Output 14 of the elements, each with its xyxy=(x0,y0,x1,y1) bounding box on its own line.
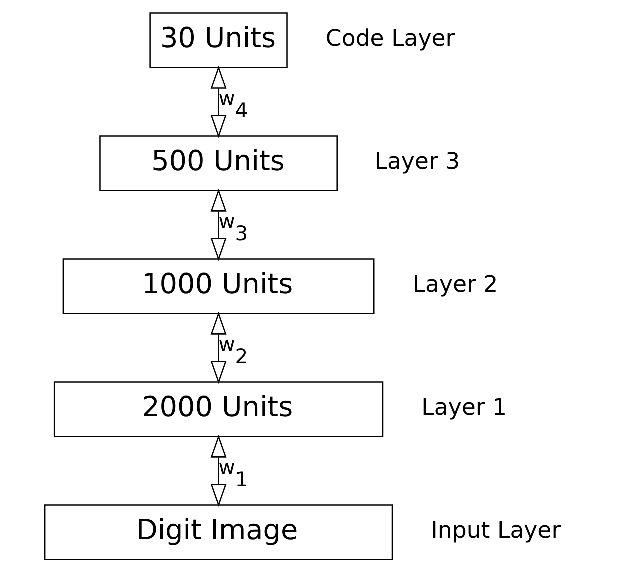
node-label: Layer 2 xyxy=(412,272,498,298)
arrow xyxy=(210,434,227,508)
arrow xyxy=(210,66,227,138)
node-label: Layer 1 xyxy=(422,395,508,422)
arrow xyxy=(210,188,227,262)
node-box: 30 Units xyxy=(150,12,288,68)
node-label: Code Layer xyxy=(326,26,456,52)
node-box: Digit Image xyxy=(44,504,394,560)
node-box: 500 Units xyxy=(100,136,338,192)
node-label: Layer 3 xyxy=(374,149,460,176)
node-box: 1000 Units xyxy=(62,258,375,314)
arrow xyxy=(210,312,227,384)
node-label: Input Layer xyxy=(431,518,562,544)
node-box: 2000 Units xyxy=(54,382,384,438)
